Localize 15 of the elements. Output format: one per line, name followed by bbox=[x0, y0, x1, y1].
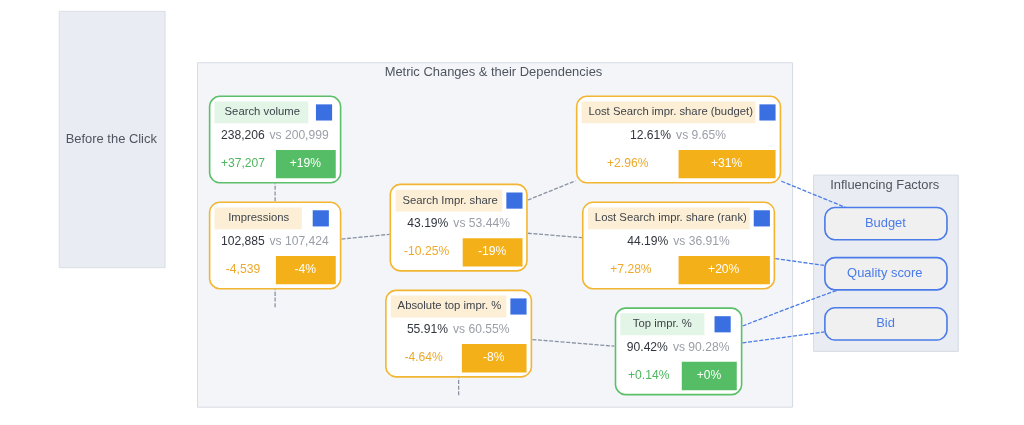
connector bbox=[742, 289, 839, 327]
node-box: Quality score bbox=[824, 256, 948, 291]
connector bbox=[774, 258, 826, 267]
connector bbox=[458, 377, 460, 396]
connector bbox=[531, 338, 615, 347]
connector bbox=[741, 331, 826, 344]
connector bbox=[340, 233, 391, 240]
connector bbox=[527, 232, 583, 239]
node-box: Budget bbox=[824, 206, 948, 241]
connector bbox=[780, 180, 847, 209]
connector bbox=[274, 288, 276, 308]
node-box: Before the Click bbox=[58, 10, 166, 269]
node-box: Bid bbox=[824, 306, 948, 341]
connector bbox=[274, 182, 276, 202]
connector bbox=[527, 180, 577, 201]
